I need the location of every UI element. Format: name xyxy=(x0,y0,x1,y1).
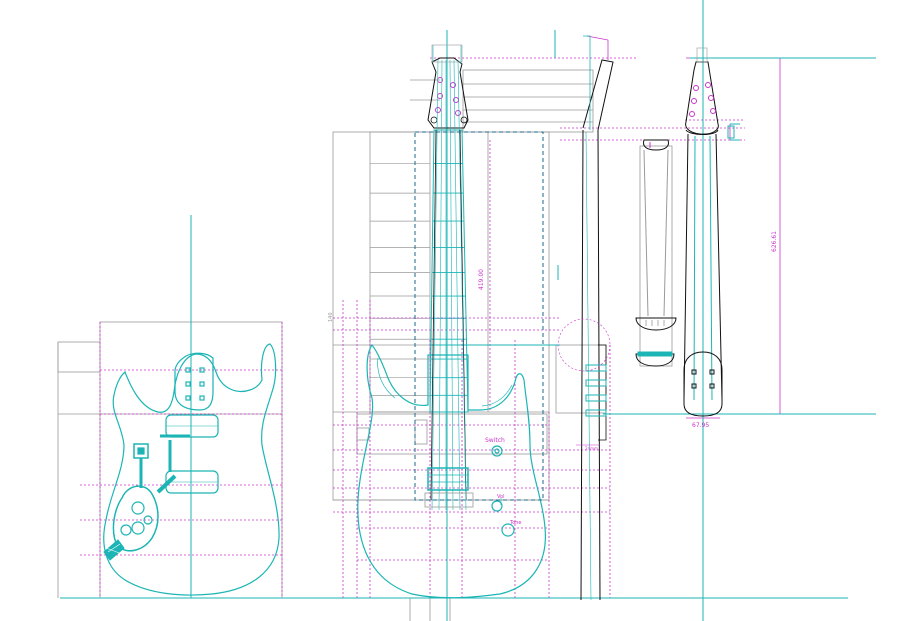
neck-back-view xyxy=(683,47,740,417)
body-dim-label: 140 xyxy=(328,312,334,322)
reference-axes xyxy=(60,0,876,621)
annotation-labels: Switch Vol Tone 419.00 626.61 140 67.95 … xyxy=(328,231,778,526)
body-outline-back xyxy=(103,343,280,596)
dimension-lines xyxy=(80,57,745,600)
truss-rod-view xyxy=(635,139,677,367)
fretboard-length-label: 419.00 xyxy=(478,269,485,290)
fretboard-frets xyxy=(430,162,468,413)
body-back-view xyxy=(103,343,280,596)
headstock-side xyxy=(582,59,614,131)
body-route-outline xyxy=(414,131,544,501)
guitar-front-view xyxy=(357,44,546,599)
construction-lines xyxy=(57,69,673,621)
control-cavity-outline xyxy=(112,485,159,552)
scale-length-label: 626.61 xyxy=(771,231,778,252)
body-outline-front xyxy=(357,343,546,599)
neck-plate-outline xyxy=(174,352,214,411)
headstock-outline xyxy=(427,57,469,129)
switch-label: Switch xyxy=(485,437,505,444)
switch-knob xyxy=(491,445,503,457)
bridge-pickup xyxy=(427,467,469,491)
neck-heel xyxy=(683,351,723,417)
strings xyxy=(431,59,467,511)
neck-side-view xyxy=(557,35,614,601)
heel-width-label: 67.95 xyxy=(692,422,709,429)
tone-knob xyxy=(501,523,515,537)
vol-label: Vol xyxy=(497,494,504,500)
fret-template-lines xyxy=(370,163,430,413)
fretboard-outline xyxy=(429,129,469,413)
volume-knob xyxy=(491,500,503,512)
neck-depth-label: 24mm xyxy=(585,446,598,451)
dimension-lines-solid xyxy=(586,35,790,419)
tone-label: Tone xyxy=(509,520,522,526)
